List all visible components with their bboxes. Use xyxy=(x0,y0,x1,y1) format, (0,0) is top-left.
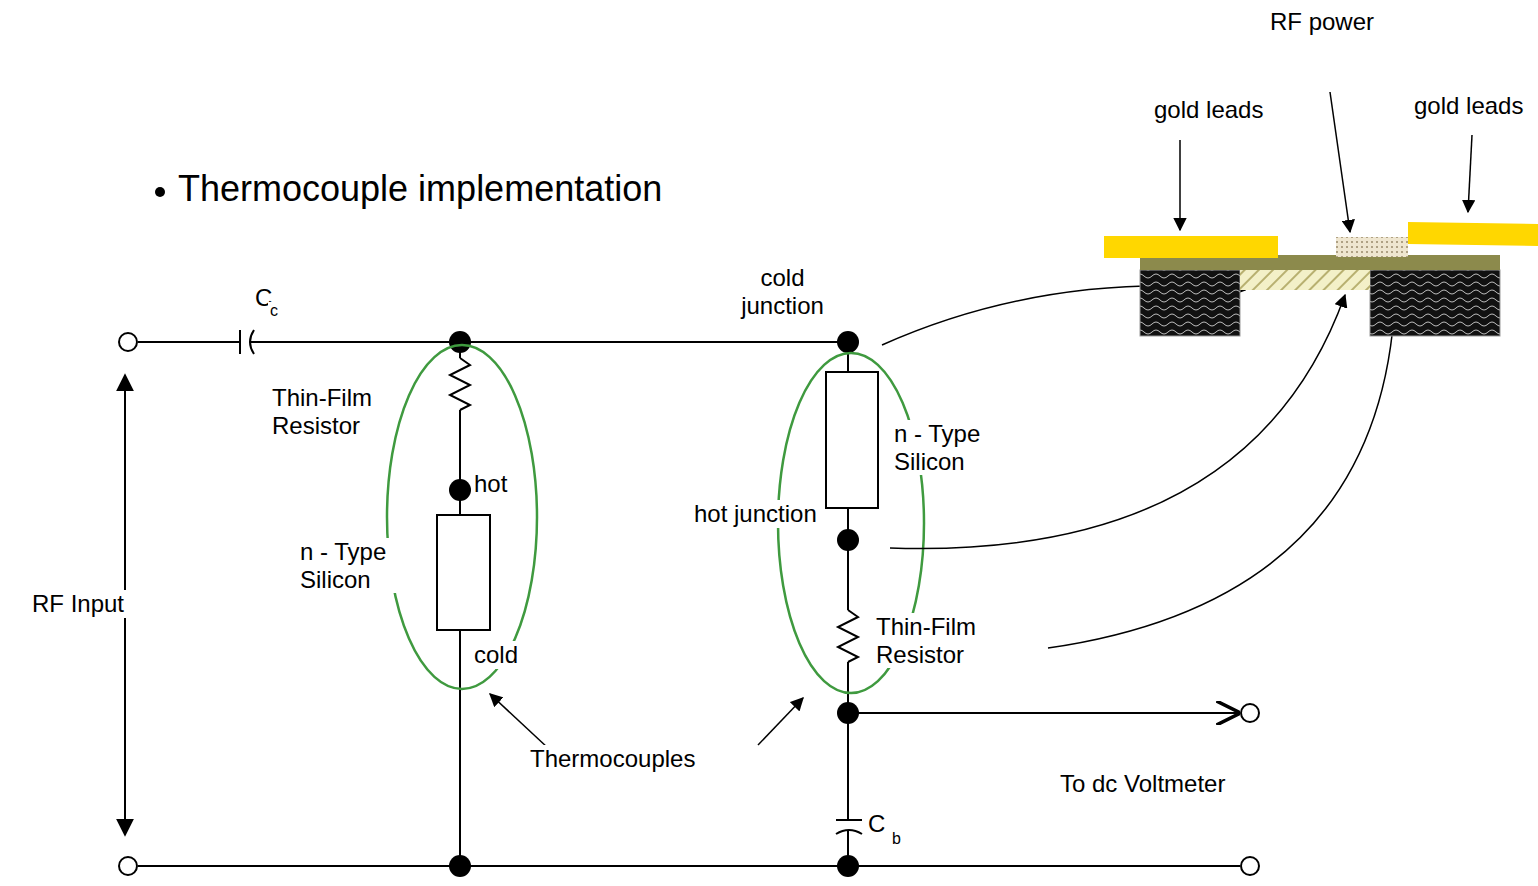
schematic-label: RF Input xyxy=(30,590,126,618)
cross-section xyxy=(1104,222,1538,336)
schematic-label: cold xyxy=(472,641,520,669)
schematic-label: Thin-Film Resistor xyxy=(270,384,394,439)
schematic-label: hot junction xyxy=(692,500,819,528)
wires xyxy=(125,330,1240,866)
schematic-label: c xyxy=(268,302,280,320)
schematic-label: C xyxy=(866,810,887,838)
schematic-label: To dc Voltmeter xyxy=(1058,770,1227,798)
schematic-label: Thin-Film Resistor xyxy=(874,613,993,668)
schematic-label: cold junction xyxy=(728,264,837,319)
schematic-label: gold leads xyxy=(1152,96,1265,124)
schematic-label: hot xyxy=(472,470,509,498)
schematic-label: RF power xyxy=(1268,8,1376,36)
schematic-label: n - Type Silicon xyxy=(892,420,996,475)
schematic-label: b xyxy=(890,830,903,848)
thermocouple-ellipses xyxy=(387,345,924,693)
terminals xyxy=(119,333,1259,875)
schematic-label: gold leads xyxy=(1412,92,1525,120)
schematic-label: Thermocouples xyxy=(528,745,697,773)
bullet xyxy=(155,187,165,197)
junction-dots xyxy=(449,331,859,877)
title: Thermocouple implementation xyxy=(178,168,662,210)
schematic-label: n - Type Silicon xyxy=(298,538,402,593)
